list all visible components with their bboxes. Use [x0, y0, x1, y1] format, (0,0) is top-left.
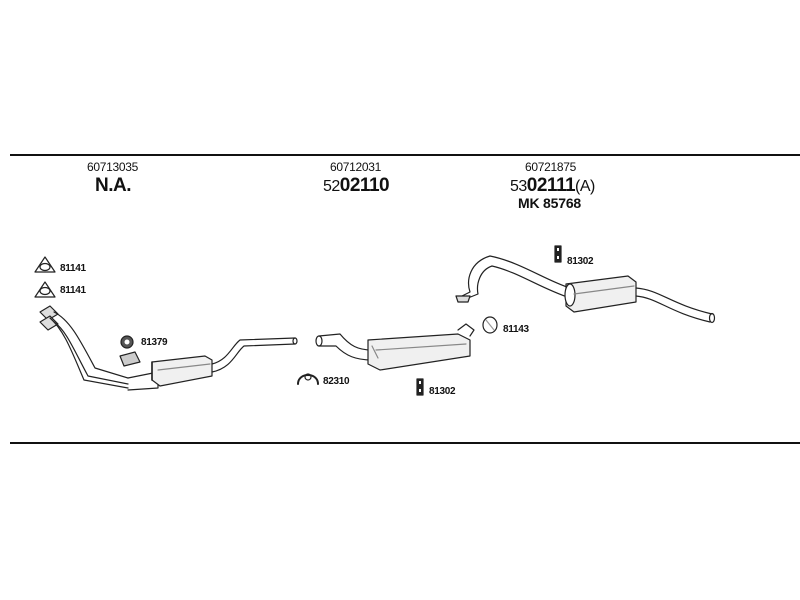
hanger-rear-label: 81302 — [567, 256, 594, 267]
gasket-second-label: 81141 — [60, 285, 86, 296]
front-pipe-icon — [39, 305, 159, 391]
gasket-top-icon — [34, 256, 56, 273]
front-tailpipe-icon — [211, 337, 298, 373]
front-code: N.A. — [95, 175, 132, 196]
rear-tailpipe-icon — [635, 287, 716, 324]
rear-part-number: 60721875 — [525, 160, 576, 174]
ring-mid-label: 81143 — [503, 324, 529, 335]
rear-code: 5302111(A) — [510, 175, 595, 197]
clamp-mid-icon — [297, 373, 319, 385]
bottom-divider-line — [10, 442, 800, 444]
rear-pipe-icon — [455, 255, 571, 303]
clamp-front-label: 81379 — [141, 337, 168, 348]
hanger-mid-label: 81302 — [429, 386, 456, 397]
hanger-mid-icon — [416, 378, 424, 396]
clamp-front-icon — [120, 335, 134, 349]
middle-code: 5202110 — [323, 175, 390, 197]
clamp-mid-label: 82310 — [323, 376, 350, 387]
rear-kit-code: MK 85768 — [518, 195, 581, 211]
middle-code-prefix: 52 — [323, 178, 340, 195]
ring-mid-icon — [482, 316, 498, 334]
rear-code-prefix: 53 — [510, 178, 527, 195]
flange-icon — [119, 351, 141, 367]
middle-part-number: 60712031 — [330, 160, 381, 174]
middle-muffler-icon — [367, 333, 471, 371]
rear-code-main: 02111 — [526, 175, 576, 196]
front-muffler-icon — [151, 355, 213, 387]
rear-muffler-icon — [564, 275, 637, 313]
front-part-number: 60713035 — [87, 160, 138, 174]
middle-flange-icon — [457, 323, 475, 337]
hanger-rear-icon — [554, 245, 562, 263]
gasket-second-icon — [34, 281, 56, 298]
rear-code-suffix: (A) — [575, 178, 595, 195]
top-divider-line — [10, 154, 800, 156]
middle-pipe-icon — [315, 333, 373, 361]
gasket-top-label: 81141 — [60, 263, 86, 274]
middle-code-main: 02110 — [339, 175, 390, 196]
